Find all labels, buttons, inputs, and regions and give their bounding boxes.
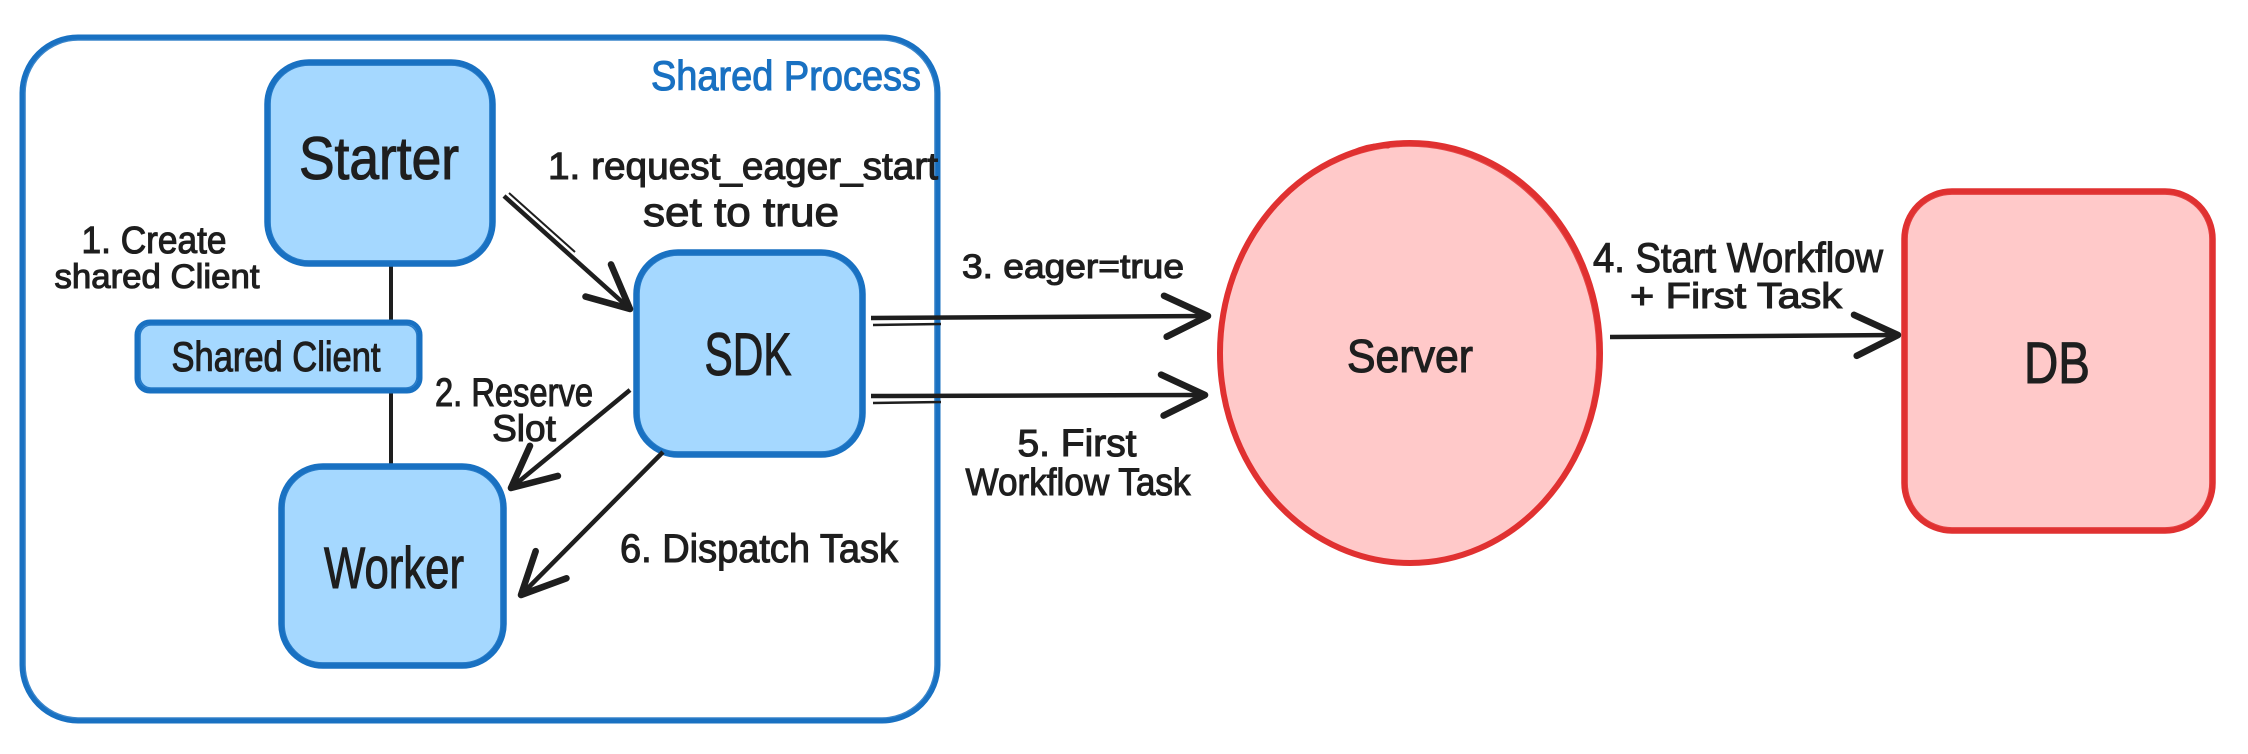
svg-text:4. Start Workflow: 4. Start Workflow: [1593, 234, 1884, 281]
svg-text:+ First Task: + First Task: [1630, 275, 1843, 316]
svg-text:2. Reserve: 2. Reserve: [435, 371, 593, 415]
svg-text:SDK: SDK: [705, 321, 792, 388]
svg-text:1. Create: 1. Create: [82, 220, 227, 262]
svg-text:set to true: set to true: [643, 189, 839, 235]
svg-text:Shared Client: Shared Client: [172, 333, 381, 380]
svg-text:Workflow Task: Workflow Task: [966, 462, 1192, 504]
svg-text:Worker: Worker: [324, 536, 464, 601]
svg-text:DB: DB: [2024, 331, 2090, 396]
svg-text:Server: Server: [1347, 330, 1473, 382]
svg-text:Slot: Slot: [492, 408, 556, 449]
svg-text:1. request_eager_start: 1. request_eager_start: [548, 146, 938, 188]
svg-text:Shared Process: Shared Process: [651, 52, 921, 99]
svg-text:3. eager=true: 3. eager=true: [962, 248, 1184, 286]
svg-text:Starter: Starter: [299, 125, 459, 192]
svg-text:6. Dispatch Task: 6. Dispatch Task: [620, 527, 899, 571]
svg-text:5. First: 5. First: [1018, 423, 1137, 465]
svg-text:shared Client: shared Client: [55, 258, 261, 296]
